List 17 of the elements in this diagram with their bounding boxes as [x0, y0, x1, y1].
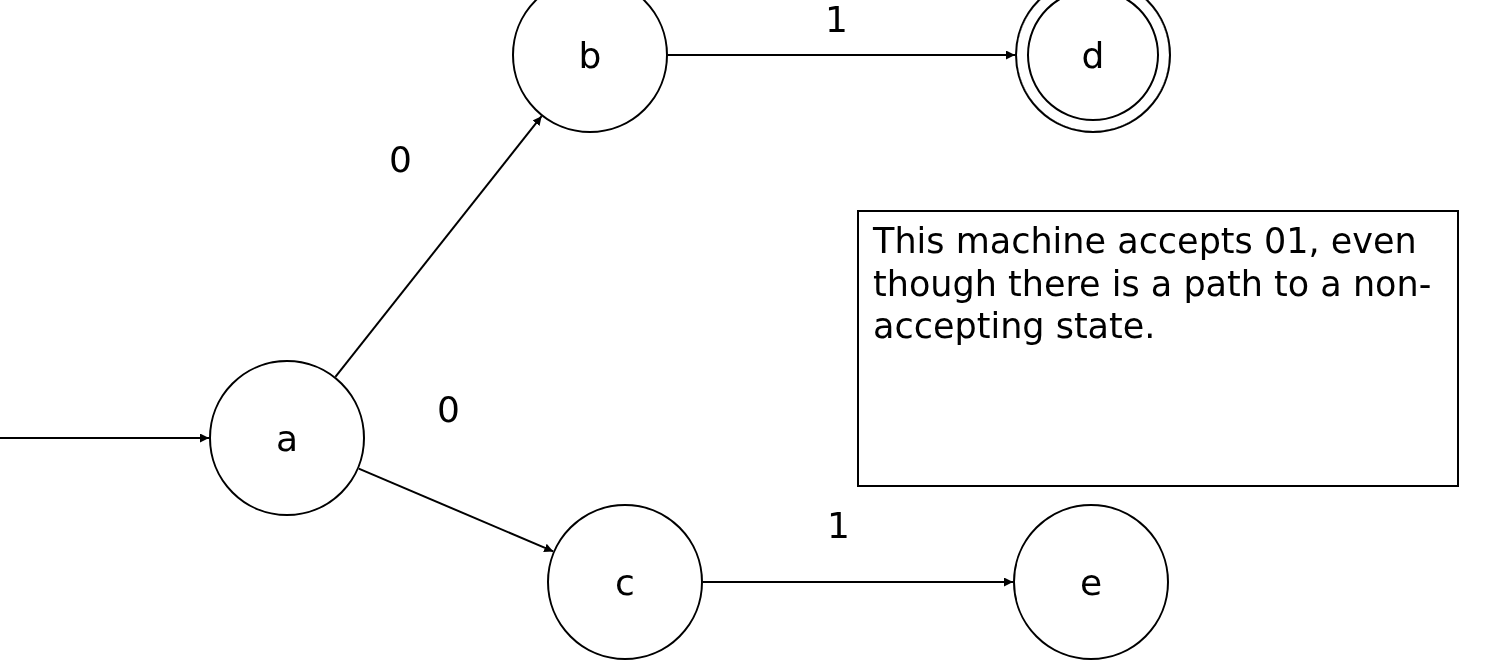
transition-arrow [357, 467, 555, 553]
state-circle [547, 504, 703, 660]
state-label: b [578, 34, 602, 76]
state-label: d [1081, 34, 1105, 76]
transition-arrow [702, 577, 1014, 587]
state-label: e [1079, 561, 1103, 603]
state-circle [209, 360, 365, 516]
accepting-state-circle [1015, 0, 1171, 133]
note-text: This machine accepts 01, even though there is a path to a non-accepting state. [873, 221, 1432, 347]
transition-arrow [334, 115, 543, 378]
state-circle [1013, 504, 1169, 660]
note-box [857, 210, 1459, 487]
state-circle [512, 0, 668, 133]
transition-arrow [0, 433, 210, 443]
transition-arrow [667, 50, 1016, 60]
state-label: c [615, 561, 635, 603]
state-label: a [275, 417, 299, 459]
